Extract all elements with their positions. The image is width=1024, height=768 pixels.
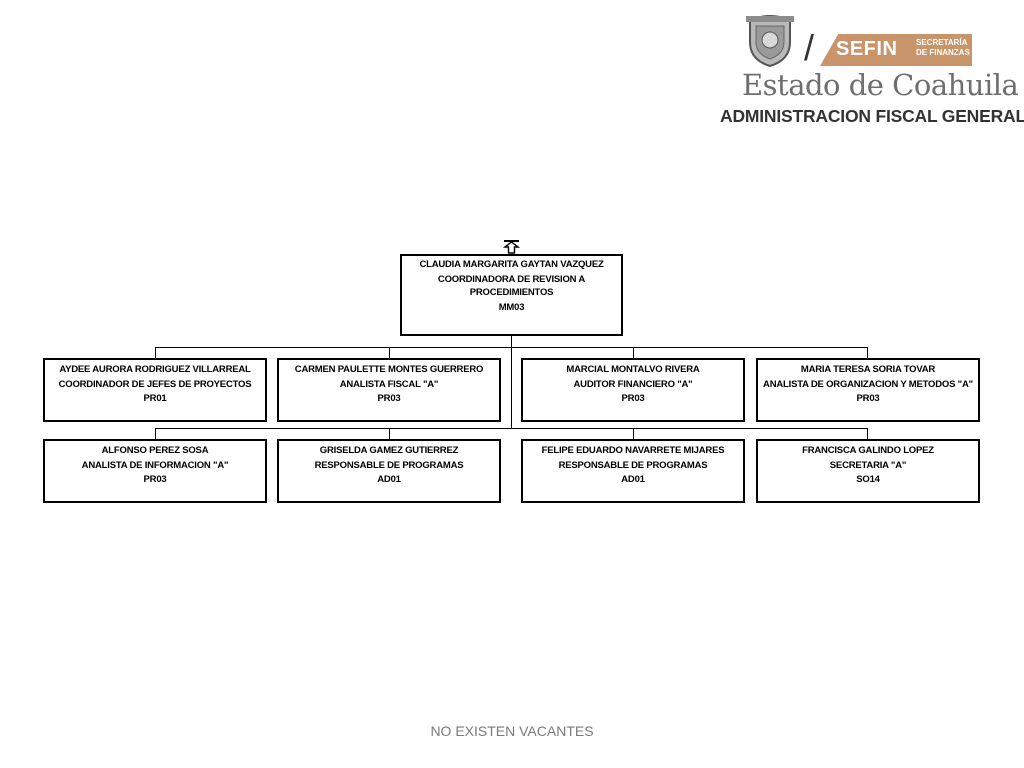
sefin-band xyxy=(820,34,972,66)
row2-connector xyxy=(155,428,868,429)
state-seal-icon xyxy=(746,15,794,68)
node-title: RESPONSABLE DE PROGRAMAS xyxy=(558,459,708,471)
sefin-subtitle: SECRETARÍA DE FINANZAS xyxy=(916,38,970,57)
logo-divider: / xyxy=(804,27,815,68)
row2-drop-4 xyxy=(867,428,868,439)
node-name: GRISELDA GAMEZ GUTIERREZ xyxy=(319,445,459,456)
row2-drop-2 xyxy=(389,428,390,439)
node-title: AUDITOR FINANCIERO "A" xyxy=(573,378,693,390)
row1-drop-1 xyxy=(155,347,156,358)
node-code: PR01 xyxy=(143,393,167,404)
node-name: CARMEN PAULETTE MONTES GUERRERO xyxy=(294,364,484,375)
trunk-connector xyxy=(511,336,512,428)
node-name: FRANCISCA GALINDO LOPEZ xyxy=(802,445,934,456)
vacancy-note: NO EXISTEN VACANTES xyxy=(430,723,594,739)
node-title: COORDINADOR DE JEFES DE PROYECTOS xyxy=(58,378,252,390)
node-title: ANALISTA FISCAL "A" xyxy=(339,378,439,390)
org-node[interactable]: FELIPE EDUARDO NAVARRETE MIJARES RESPONS… xyxy=(521,439,745,503)
org-node[interactable]: CARMEN PAULETTE MONTES GUERRERO ANALISTA… xyxy=(277,358,501,422)
header-logo: / SEFIN SECRETARÍA DE FINANZAS Estado de… xyxy=(720,8,1024,130)
org-node[interactable]: MARIA TERESA SORIA TOVAR ANALISTA DE ORG… xyxy=(756,358,980,422)
node-name: FELIPE EDUARDO NAVARRETE MIJARES xyxy=(541,445,725,456)
row2-drop-3 xyxy=(633,428,634,439)
org-node[interactable]: ALFONSO PEREZ SOSA ANALISTA DE INFORMACI… xyxy=(43,439,267,503)
node-code: PR03 xyxy=(856,393,880,404)
root-node[interactable]: CLAUDIA MARGARITA GAYTAN VAZQUEZ COORDIN… xyxy=(400,254,623,336)
node-name: MARCIAL MONTALVO RIVERA xyxy=(566,364,700,375)
row2-drop-1 xyxy=(155,428,156,439)
org-node[interactable]: AYDEE AURORA RODRIGUEZ VILLARREAL COORDI… xyxy=(43,358,267,422)
row1-drop-4 xyxy=(867,347,868,358)
node-title: RESPONSABLE DE PROGRAMAS xyxy=(314,459,464,471)
row1-connector xyxy=(155,347,868,348)
row1-drop-2 xyxy=(389,347,390,358)
agency-name: ADMINISTRACION FISCAL GENERAL xyxy=(720,106,1024,126)
node-name: MARIA TERESA SORIA TOVAR xyxy=(800,364,936,375)
node-code: PR03 xyxy=(621,393,645,404)
node-title: SECRETARIA "A" xyxy=(829,459,907,471)
root-name: CLAUDIA MARGARITA GAYTAN VAZQUEZ xyxy=(419,259,604,270)
org-node[interactable]: FRANCISCA GALINDO LOPEZ SECRETARIA "A" S… xyxy=(756,439,980,503)
node-name: AYDEE AURORA RODRIGUEZ VILLARREAL xyxy=(59,364,251,375)
node-code: AD01 xyxy=(621,474,645,485)
row1-drop-3 xyxy=(633,347,634,358)
node-code: PR03 xyxy=(377,393,401,404)
node-code: PR03 xyxy=(143,474,167,485)
root-title-2: PROCEDIMIENTOS xyxy=(469,287,554,298)
root-code: MM03 xyxy=(498,301,525,313)
node-name: ALFONSO PEREZ SOSA xyxy=(101,445,209,456)
root-title-1: COORDINADORA DE REVISION A xyxy=(437,273,586,285)
sefin-brand: SEFIN xyxy=(836,38,898,60)
node-title: ANALISTA DE ORGANIZACION Y METODOS "A" xyxy=(763,378,973,390)
node-title: ANALISTA DE INFORMACION "A" xyxy=(81,459,229,471)
up-arrow-home-icon[interactable] xyxy=(503,239,520,254)
org-node[interactable]: GRISELDA GAMEZ GUTIERREZ RESPONSABLE DE … xyxy=(277,439,501,503)
node-code: AD01 xyxy=(377,474,401,485)
node-code: SO14 xyxy=(856,474,880,485)
org-node[interactable]: MARCIAL MONTALVO RIVERA AUDITOR FINANCIE… xyxy=(521,358,745,422)
state-name: Estado de Coahuila xyxy=(742,68,1019,102)
